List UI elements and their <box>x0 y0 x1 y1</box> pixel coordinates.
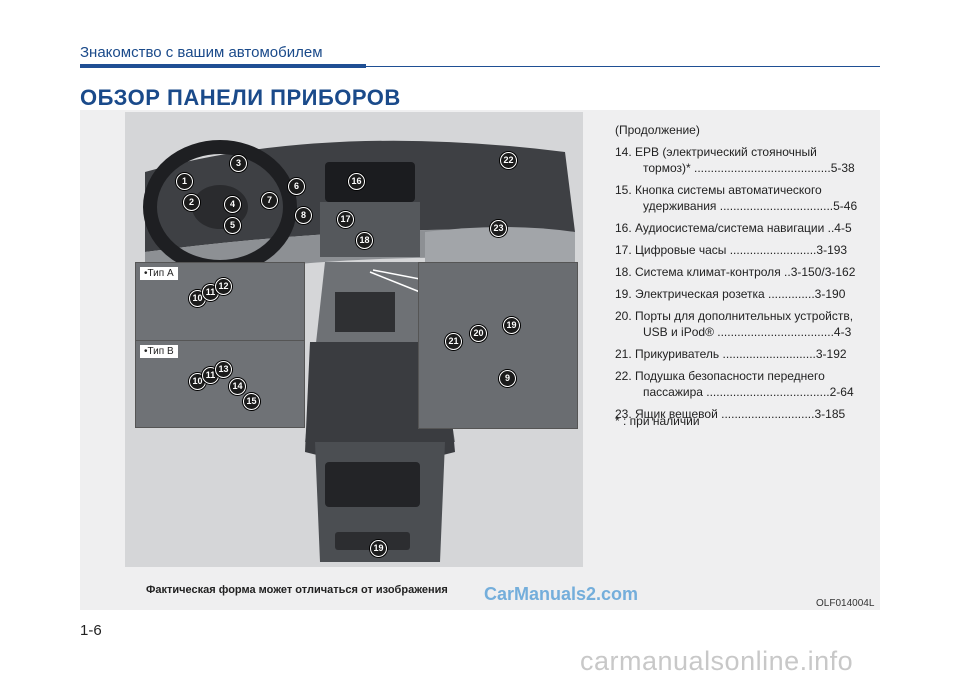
type-b-inset: •Тип B <box>135 340 305 428</box>
callout-badge: 5 <box>224 217 241 234</box>
callout-badge: 21 <box>445 333 462 350</box>
callout-badge: 18 <box>356 232 373 249</box>
callout-badge: 15 <box>243 393 260 410</box>
callout-badge: 12 <box>215 278 232 295</box>
page-number: 1-6 <box>80 622 102 639</box>
callout-badge: 14 <box>229 378 246 395</box>
list-item: 19. Электрическая розетка ..............… <box>615 287 846 301</box>
list-item: 23. Ящик вещевой .......................… <box>615 407 846 421</box>
type-a-label: •Тип A <box>140 267 178 280</box>
list-item: 20. Порты для дополнительных устройств, … <box>615 309 854 339</box>
callout-badge: 4 <box>224 196 241 213</box>
list-item: 16. Аудиосистема/система навигации ..4-5 <box>615 221 852 235</box>
callout-badge: 23 <box>490 220 507 237</box>
page-heading: ОБЗОР ПАНЕЛИ ПРИБОРОВ <box>80 85 401 110</box>
list-item: 18. Система климат-контроля ..3-150/3-16… <box>615 265 856 279</box>
callout-badge: 3 <box>230 155 247 172</box>
figure-caption: Фактическая форма может отличаться от из… <box>146 584 448 596</box>
callout-badge: 13 <box>215 361 232 378</box>
console-inset <box>418 262 578 429</box>
legend-continued: (Продолжение) <box>615 123 700 137</box>
callout-badge: 6 <box>288 178 305 195</box>
callout-badge: 20 <box>470 325 487 342</box>
image-code: OLF014004L <box>816 598 875 609</box>
section-title: Знакомство с вашим автомобилем <box>80 44 323 61</box>
callout-badge: 2 <box>183 194 200 211</box>
callout-badge: 19 <box>503 317 520 334</box>
callout-badge: 17 <box>337 211 354 228</box>
callout-badge: 8 <box>295 207 312 224</box>
type-b-label: •Тип B <box>140 345 178 358</box>
callout-badge: 22 <box>500 152 517 169</box>
list-item: 14. EPB (электрический стояночный тормоз… <box>615 145 855 175</box>
type-a-inset: •Тип A <box>135 262 305 348</box>
list-item: 21. Прикуриватель ......................… <box>615 347 847 361</box>
footnote: * : при наличии <box>615 414 700 428</box>
callout-badge: 16 <box>348 173 365 190</box>
callout-badge: 1 <box>176 173 193 190</box>
watermark-carmanuals2: CarManuals2.com <box>484 584 639 604</box>
header-rule-thin <box>366 66 880 67</box>
list-item: 17. Цифровые часы ......................… <box>615 243 848 257</box>
callout-badge: 7 <box>261 192 278 209</box>
header-rule-thick <box>80 64 366 68</box>
list-item: 15. Кнопка системы автоматического удерж… <box>615 183 858 213</box>
legend-list: (Продолжение) 14. EPB (электрический сто… <box>615 122 885 428</box>
list-item: 22. Подушка безопасности переднего пасса… <box>615 369 854 399</box>
callout-badge: 9 <box>499 370 516 387</box>
watermark-carmanualsonline: carmanualsonline.info <box>580 646 854 676</box>
callout-badge: 19 <box>370 540 387 557</box>
